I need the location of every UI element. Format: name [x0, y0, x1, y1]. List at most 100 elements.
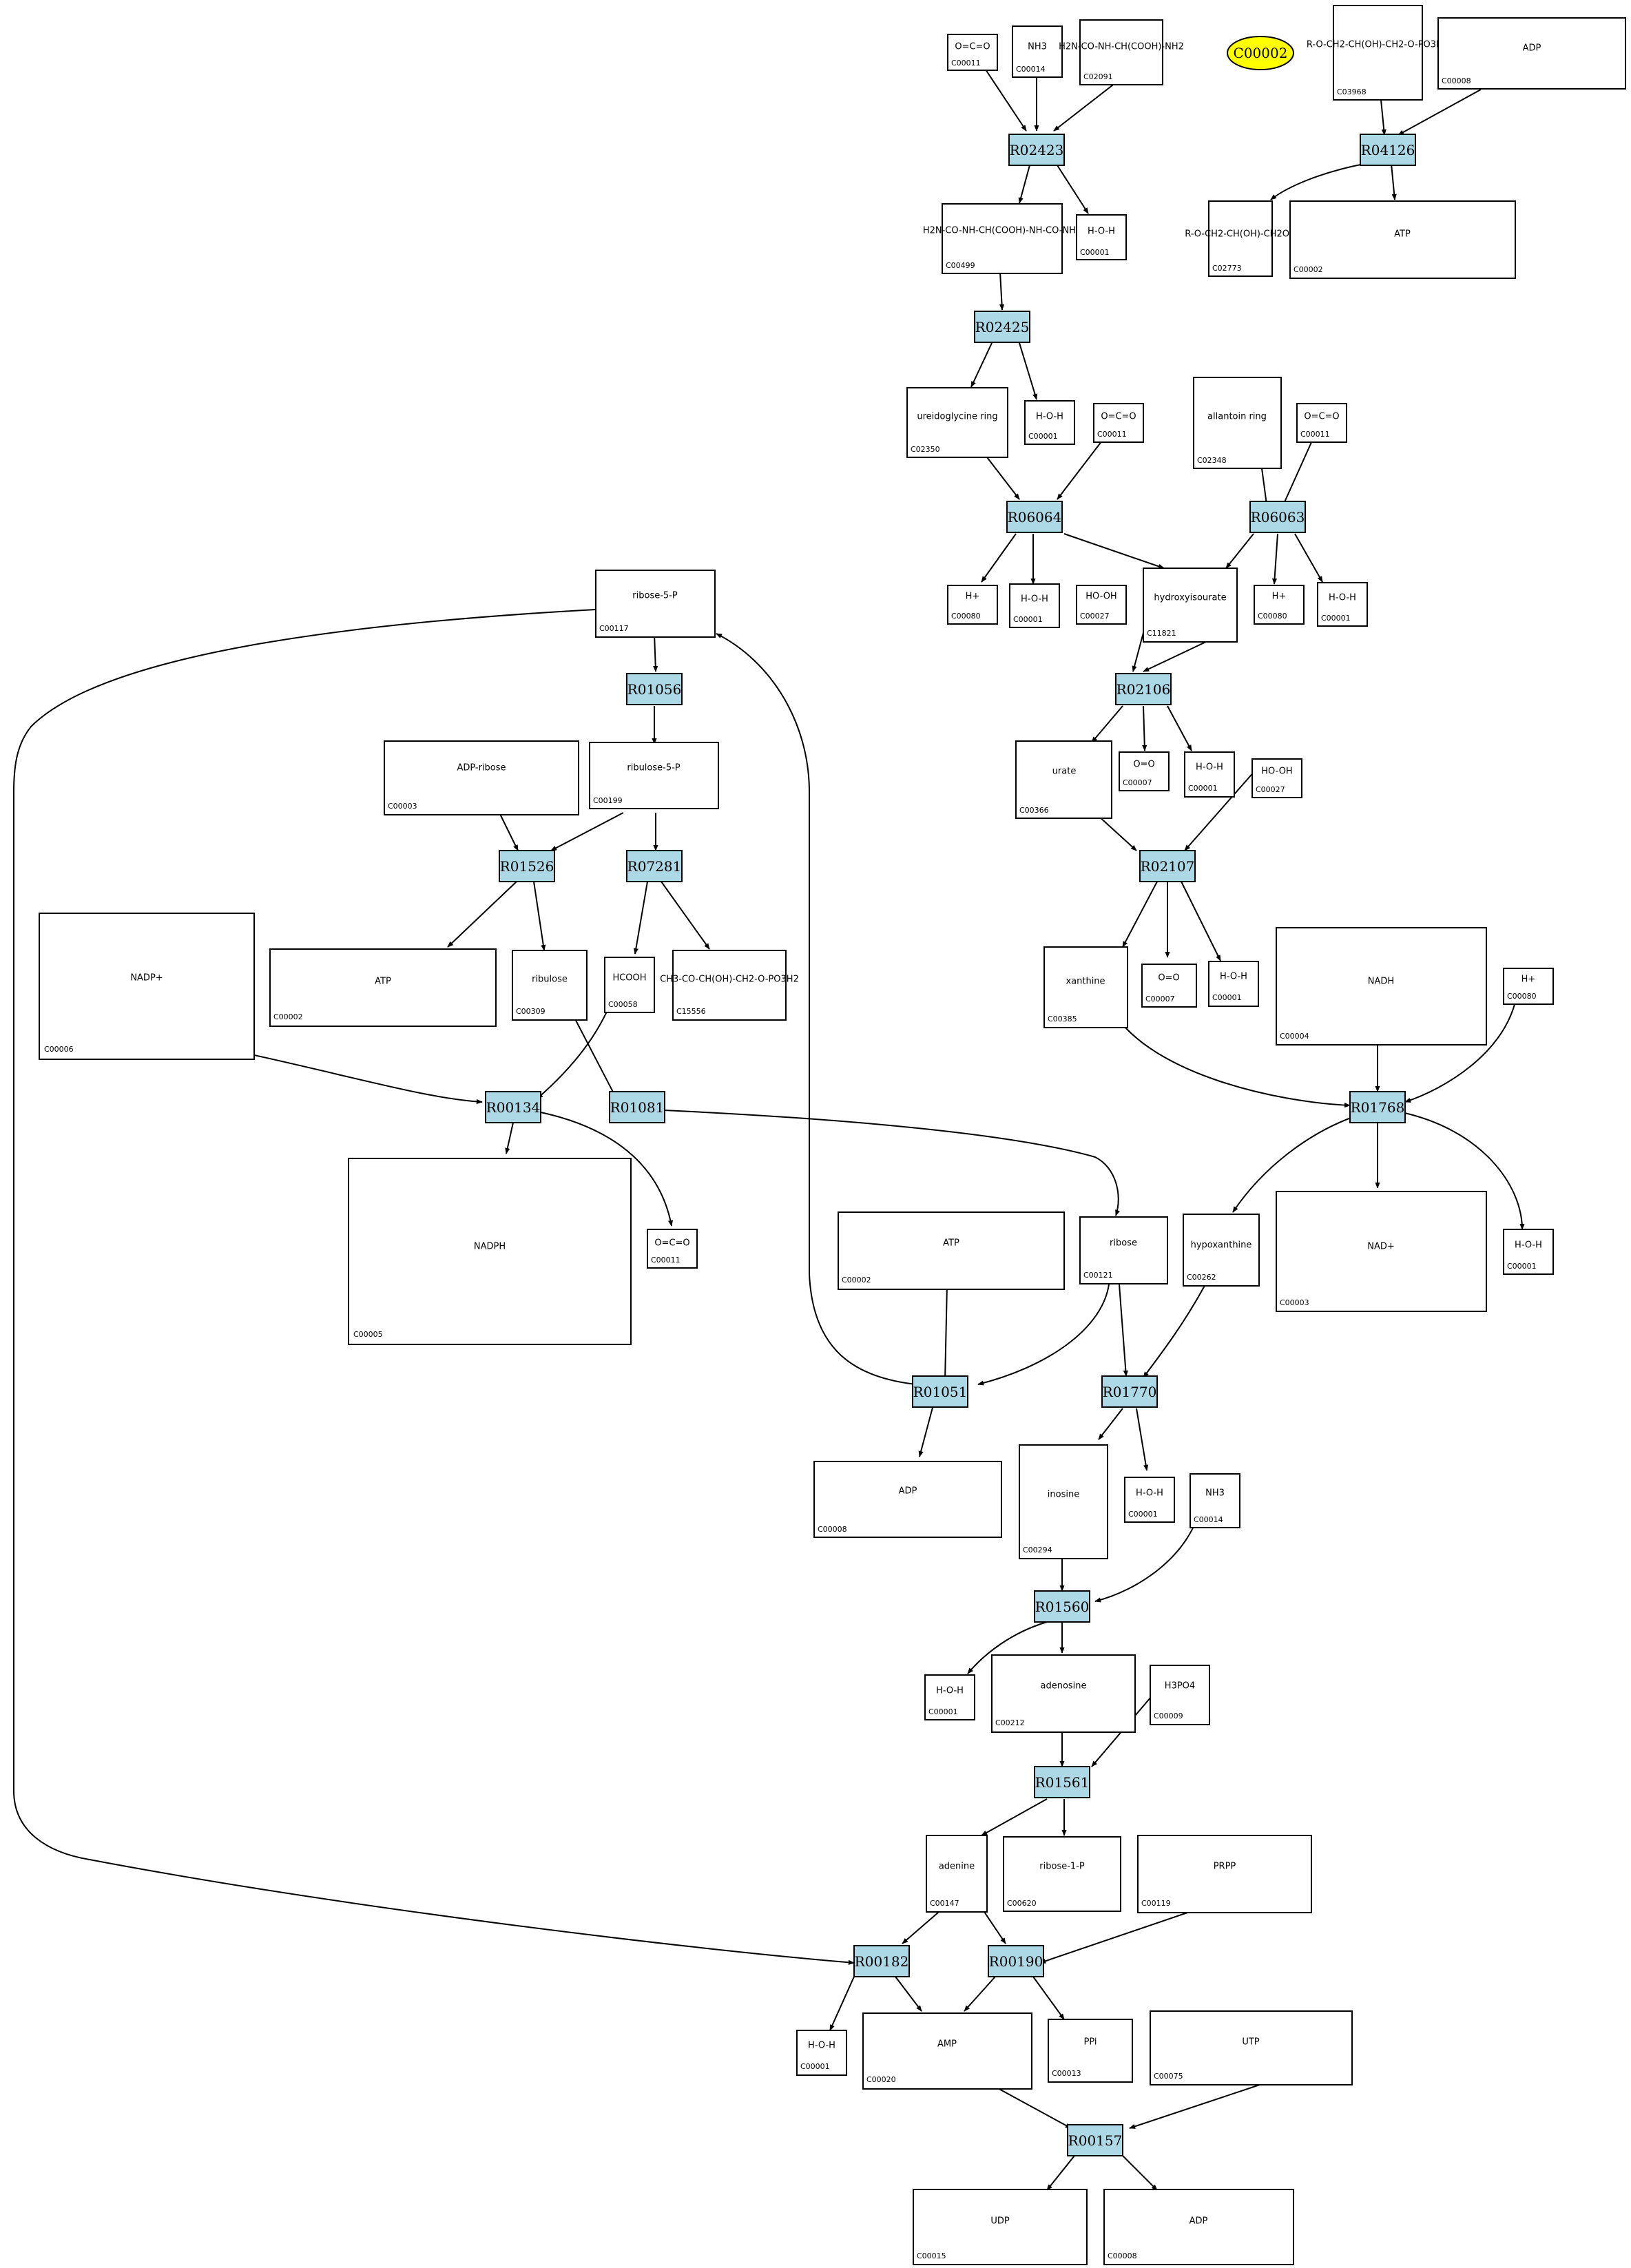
compound-c16[interactable]: H+C00080	[947, 585, 998, 625]
compound-c49[interactable]: H-O-H C00001	[924, 1674, 975, 1720]
compound-id: C00147	[930, 1899, 959, 1908]
reaction-r4[interactable]: R06064	[1006, 501, 1063, 533]
reaction-r9[interactable]: R07281	[626, 850, 683, 882]
edges	[13, 65, 1525, 2191]
compound-c43[interactable]: NAD+C00003	[1276, 1191, 1487, 1312]
reaction-r14[interactable]: R01051	[912, 1375, 968, 1408]
compound-id: C00003	[1280, 1298, 1309, 1307]
reaction-r11[interactable]: R00134	[485, 1091, 541, 1123]
compound-c20[interactable]: H+C00080	[1254, 585, 1305, 625]
compound-id: C02773	[1212, 264, 1242, 273]
reaction-r3[interactable]: R02425	[974, 311, 1030, 343]
reaction-r18[interactable]: R00182	[853, 1945, 910, 1977]
reaction-r7[interactable]: R02106	[1115, 673, 1172, 705]
reaction-r2[interactable]: R04126	[1360, 134, 1416, 166]
reaction-r6[interactable]: R01056	[626, 673, 683, 705]
structure: xanthine	[1066, 977, 1105, 987]
reaction-r8[interactable]: R01526	[499, 850, 555, 882]
structure: ribose	[1110, 1238, 1137, 1249]
compound-c28[interactable]: NADP+C00006	[39, 913, 255, 1060]
structure: HCOOH	[612, 973, 646, 984]
reaction-r19[interactable]: R00190	[988, 1945, 1044, 1977]
edge	[977, 1284, 1110, 1386]
reaction-r16[interactable]: R01560	[1034, 1590, 1090, 1623]
compound-c37[interactable]: H+C00080	[1503, 968, 1554, 1005]
reaction-r20[interactable]: R00157	[1067, 2124, 1123, 2156]
compound-id: C02348	[1197, 456, 1227, 465]
structure: ATP	[943, 1238, 959, 1249]
reaction-r17[interactable]: R01561	[1034, 1766, 1090, 1798]
compound-id: C00001	[1013, 615, 1043, 624]
structure: H2N-CO-NH-CH(COOH)-NH-CO-NH2	[923, 226, 1081, 236]
reaction-r1[interactable]: R02423	[1008, 134, 1065, 166]
structure: PRPP	[1214, 1862, 1236, 1872]
edge	[1184, 764, 1261, 851]
edge	[964, 1976, 996, 2012]
highlight-node[interactable]: C00002	[1227, 36, 1294, 70]
structure: H-O-H	[936, 1686, 964, 1696]
reaction-r12[interactable]: R01081	[609, 1091, 665, 1123]
reaction-r5[interactable]: R06063	[1249, 501, 1306, 533]
reaction-r15[interactable]: R01770	[1101, 1375, 1158, 1408]
reaction-r13[interactable]: R01768	[1349, 1091, 1406, 1123]
reaction-label: R02425	[975, 319, 1030, 335]
reaction-r10[interactable]: R02107	[1139, 850, 1196, 882]
compound-id: C00001	[928, 1707, 958, 1716]
structure: hydroxyisourate	[1154, 593, 1226, 603]
